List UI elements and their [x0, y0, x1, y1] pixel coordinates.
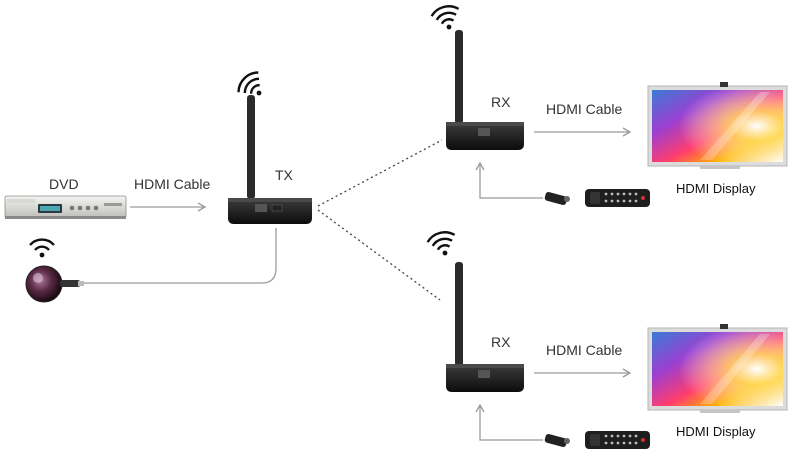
hdmi-cable-label-top: HDMI Cable	[546, 101, 623, 117]
hdmi-display-label-bottom: HDMI Display	[676, 424, 756, 439]
tx-label: TX	[275, 167, 293, 183]
rx-label-bottom: RX	[491, 334, 511, 350]
wireless-signal-icon-rx-top	[430, 5, 460, 30]
ir-cable-tx	[82, 228, 277, 284]
hdmi-display-top	[647, 82, 788, 169]
tx-transmitter	[228, 95, 312, 224]
rx-receiver-top	[446, 30, 524, 150]
hdmi-cable-label-bottom: HDMI Cable	[546, 342, 623, 358]
rx-receiver-bottom	[446, 262, 524, 392]
dvd-label: DVD	[49, 176, 79, 192]
connection-lines	[82, 127, 632, 441]
hdmi-display-label-top: HDMI Display	[676, 181, 756, 196]
ir-receiver-device	[25, 265, 84, 303]
hdmi-display-bottom	[647, 324, 788, 413]
wireless-signal-icon-rx-bottom	[426, 231, 456, 256]
ir-sensor-top	[544, 191, 570, 206]
wifi-icon	[29, 238, 55, 258]
dvd-player	[4, 195, 127, 219]
wireless-link-top	[317, 139, 443, 207]
wireless-signal-icon-tx	[237, 71, 262, 96]
ir-sensor-bottom	[544, 433, 570, 448]
ir-return-arrow-bottom	[475, 403, 543, 441]
hdmi-cable-label-left: HDMI Cable	[134, 176, 211, 192]
remote-control-bottom	[585, 431, 650, 449]
remote-control-top	[585, 189, 650, 207]
ir-return-arrow-top	[475, 161, 543, 199]
rx-label-top: RX	[491, 94, 511, 110]
wireless-link-bottom	[317, 209, 441, 301]
